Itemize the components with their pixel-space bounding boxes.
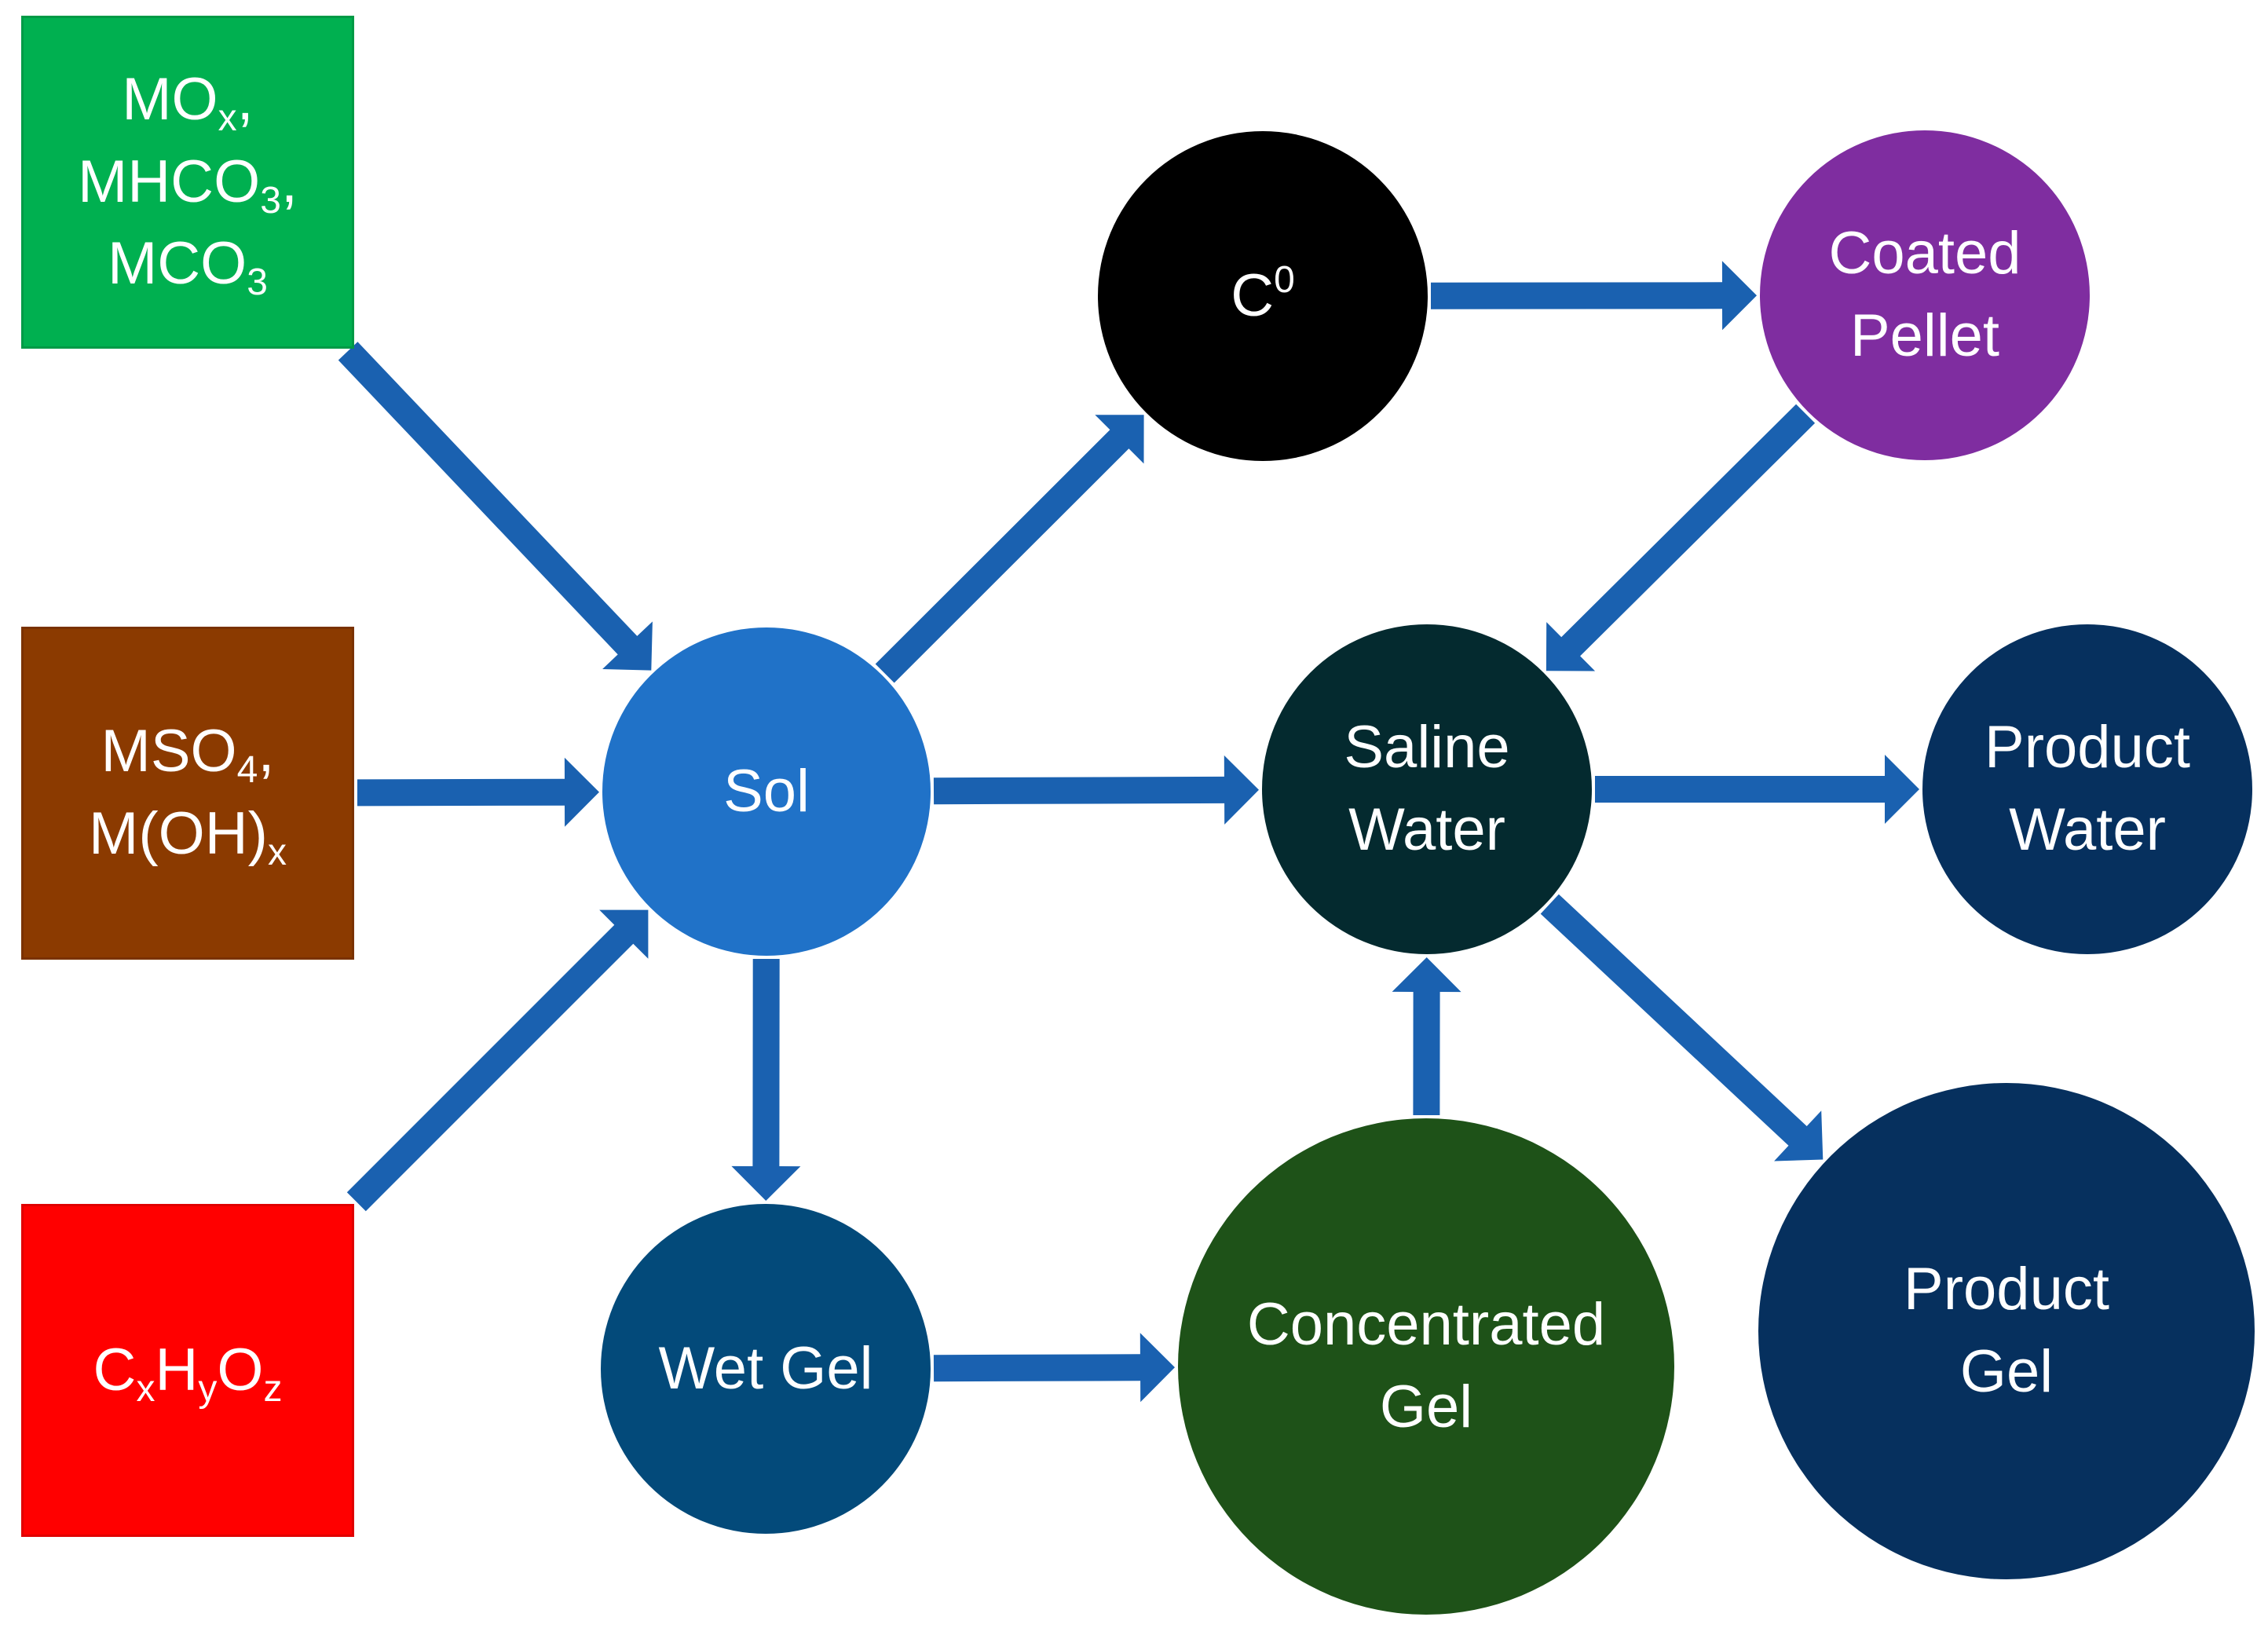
arrow-concentrated_gel-to-saline_water xyxy=(1392,957,1461,1115)
node-label-line: Pellet xyxy=(1850,295,1999,378)
arrow-carbonate_feed-to-sol xyxy=(338,342,653,671)
arrow-coated_pellet-to-saline_water xyxy=(1546,404,1816,671)
label-subscript: z xyxy=(263,1367,283,1410)
node-sol: Sol xyxy=(602,627,931,956)
label-subscript: x xyxy=(267,832,287,873)
label-text: , xyxy=(236,65,254,133)
label-text: C xyxy=(1231,262,1275,329)
arrow-carbon-to-coated_pellet xyxy=(1431,261,1757,331)
label-subscript: x xyxy=(136,1367,155,1410)
node-label-line: MOx, xyxy=(122,59,254,141)
node-label-line: MSO4, xyxy=(101,711,275,793)
label-text: Sol xyxy=(723,757,810,825)
label-text: , xyxy=(280,148,298,215)
node-label-line: CxHyOz xyxy=(93,1330,283,1412)
node-label-line: M(OH)x xyxy=(89,793,287,876)
label-text: MCO xyxy=(107,230,247,298)
node-label-line: Water xyxy=(2009,789,2166,872)
node-label-line: Product xyxy=(1985,707,2190,789)
label-text: Gel xyxy=(1959,1338,2054,1405)
label-text: MHCO xyxy=(77,148,261,215)
label-subscript: 3 xyxy=(247,262,268,304)
arrow-sulfate_feed-to-sol xyxy=(357,757,599,827)
label-text: Wet Gel xyxy=(658,1334,873,1402)
label-text: Product xyxy=(1985,714,2190,781)
label-subscript: 3 xyxy=(260,179,281,221)
label-text: Water xyxy=(1348,796,1505,863)
node-label-line: Sol xyxy=(723,751,810,833)
label-text: H xyxy=(155,1336,199,1403)
node-wet-gel: Wet Gel xyxy=(601,1204,931,1534)
arrow-saline_water-to-product_water xyxy=(1595,755,1919,824)
label-text: Water xyxy=(2009,796,2166,863)
label-text: , xyxy=(258,718,275,785)
label-subscript: x xyxy=(218,97,237,139)
node-label-line: MCO3 xyxy=(108,223,268,305)
node-organic-feed: CxHyOz xyxy=(21,1204,354,1537)
arrow-wet_gel-to-concentrated_gel xyxy=(933,1333,1175,1403)
label-text: Saline xyxy=(1344,714,1510,781)
label-text: Pellet xyxy=(1849,302,2000,369)
node-carbonate-feed: MOx,MHCO3,MCO3 xyxy=(21,16,354,349)
node-label-line: Water xyxy=(1348,789,1505,872)
node-label-line: Product xyxy=(1904,1249,2109,1331)
node-label-line: Wet Gel xyxy=(658,1328,872,1410)
label-text: Coated xyxy=(1828,220,2021,287)
node-carbon: C0 xyxy=(1098,131,1428,461)
arrow-organic_feed-to-sol xyxy=(346,909,649,1212)
label-subscript: y xyxy=(198,1367,218,1410)
label-text: C xyxy=(93,1336,137,1403)
node-label-line: Concentrated xyxy=(1247,1284,1605,1366)
node-label-line: Gel xyxy=(1380,1366,1472,1449)
label-subscript: 4 xyxy=(236,749,258,792)
label-text: M(OH) xyxy=(89,800,268,867)
label-text: MO xyxy=(122,65,218,133)
node-sulfate-feed: MSO4,M(OH)x xyxy=(21,627,354,960)
node-label-line: Coated xyxy=(1828,213,2021,295)
node-label-line: MHCO3, xyxy=(78,141,298,224)
label-text: Gel xyxy=(1379,1374,1473,1440)
arrow-sol-to-carbon xyxy=(875,415,1144,683)
label-text: Concentrated xyxy=(1246,1291,1606,1359)
node-label-line: C0 xyxy=(1231,255,1295,338)
arrow-sol-to-saline_water xyxy=(933,755,1259,825)
arrow-saline_water-to-product_gel xyxy=(1540,894,1824,1162)
label-text: O xyxy=(217,1336,264,1403)
label-text: Product xyxy=(1904,1256,2109,1323)
arrow-sol-to-wet_gel xyxy=(731,959,801,1201)
label-supscript: 0 xyxy=(1274,258,1295,301)
label-text: MSO xyxy=(101,718,237,785)
node-label-line: Gel xyxy=(1960,1331,2053,1414)
node-label-line: Saline xyxy=(1344,707,1509,789)
